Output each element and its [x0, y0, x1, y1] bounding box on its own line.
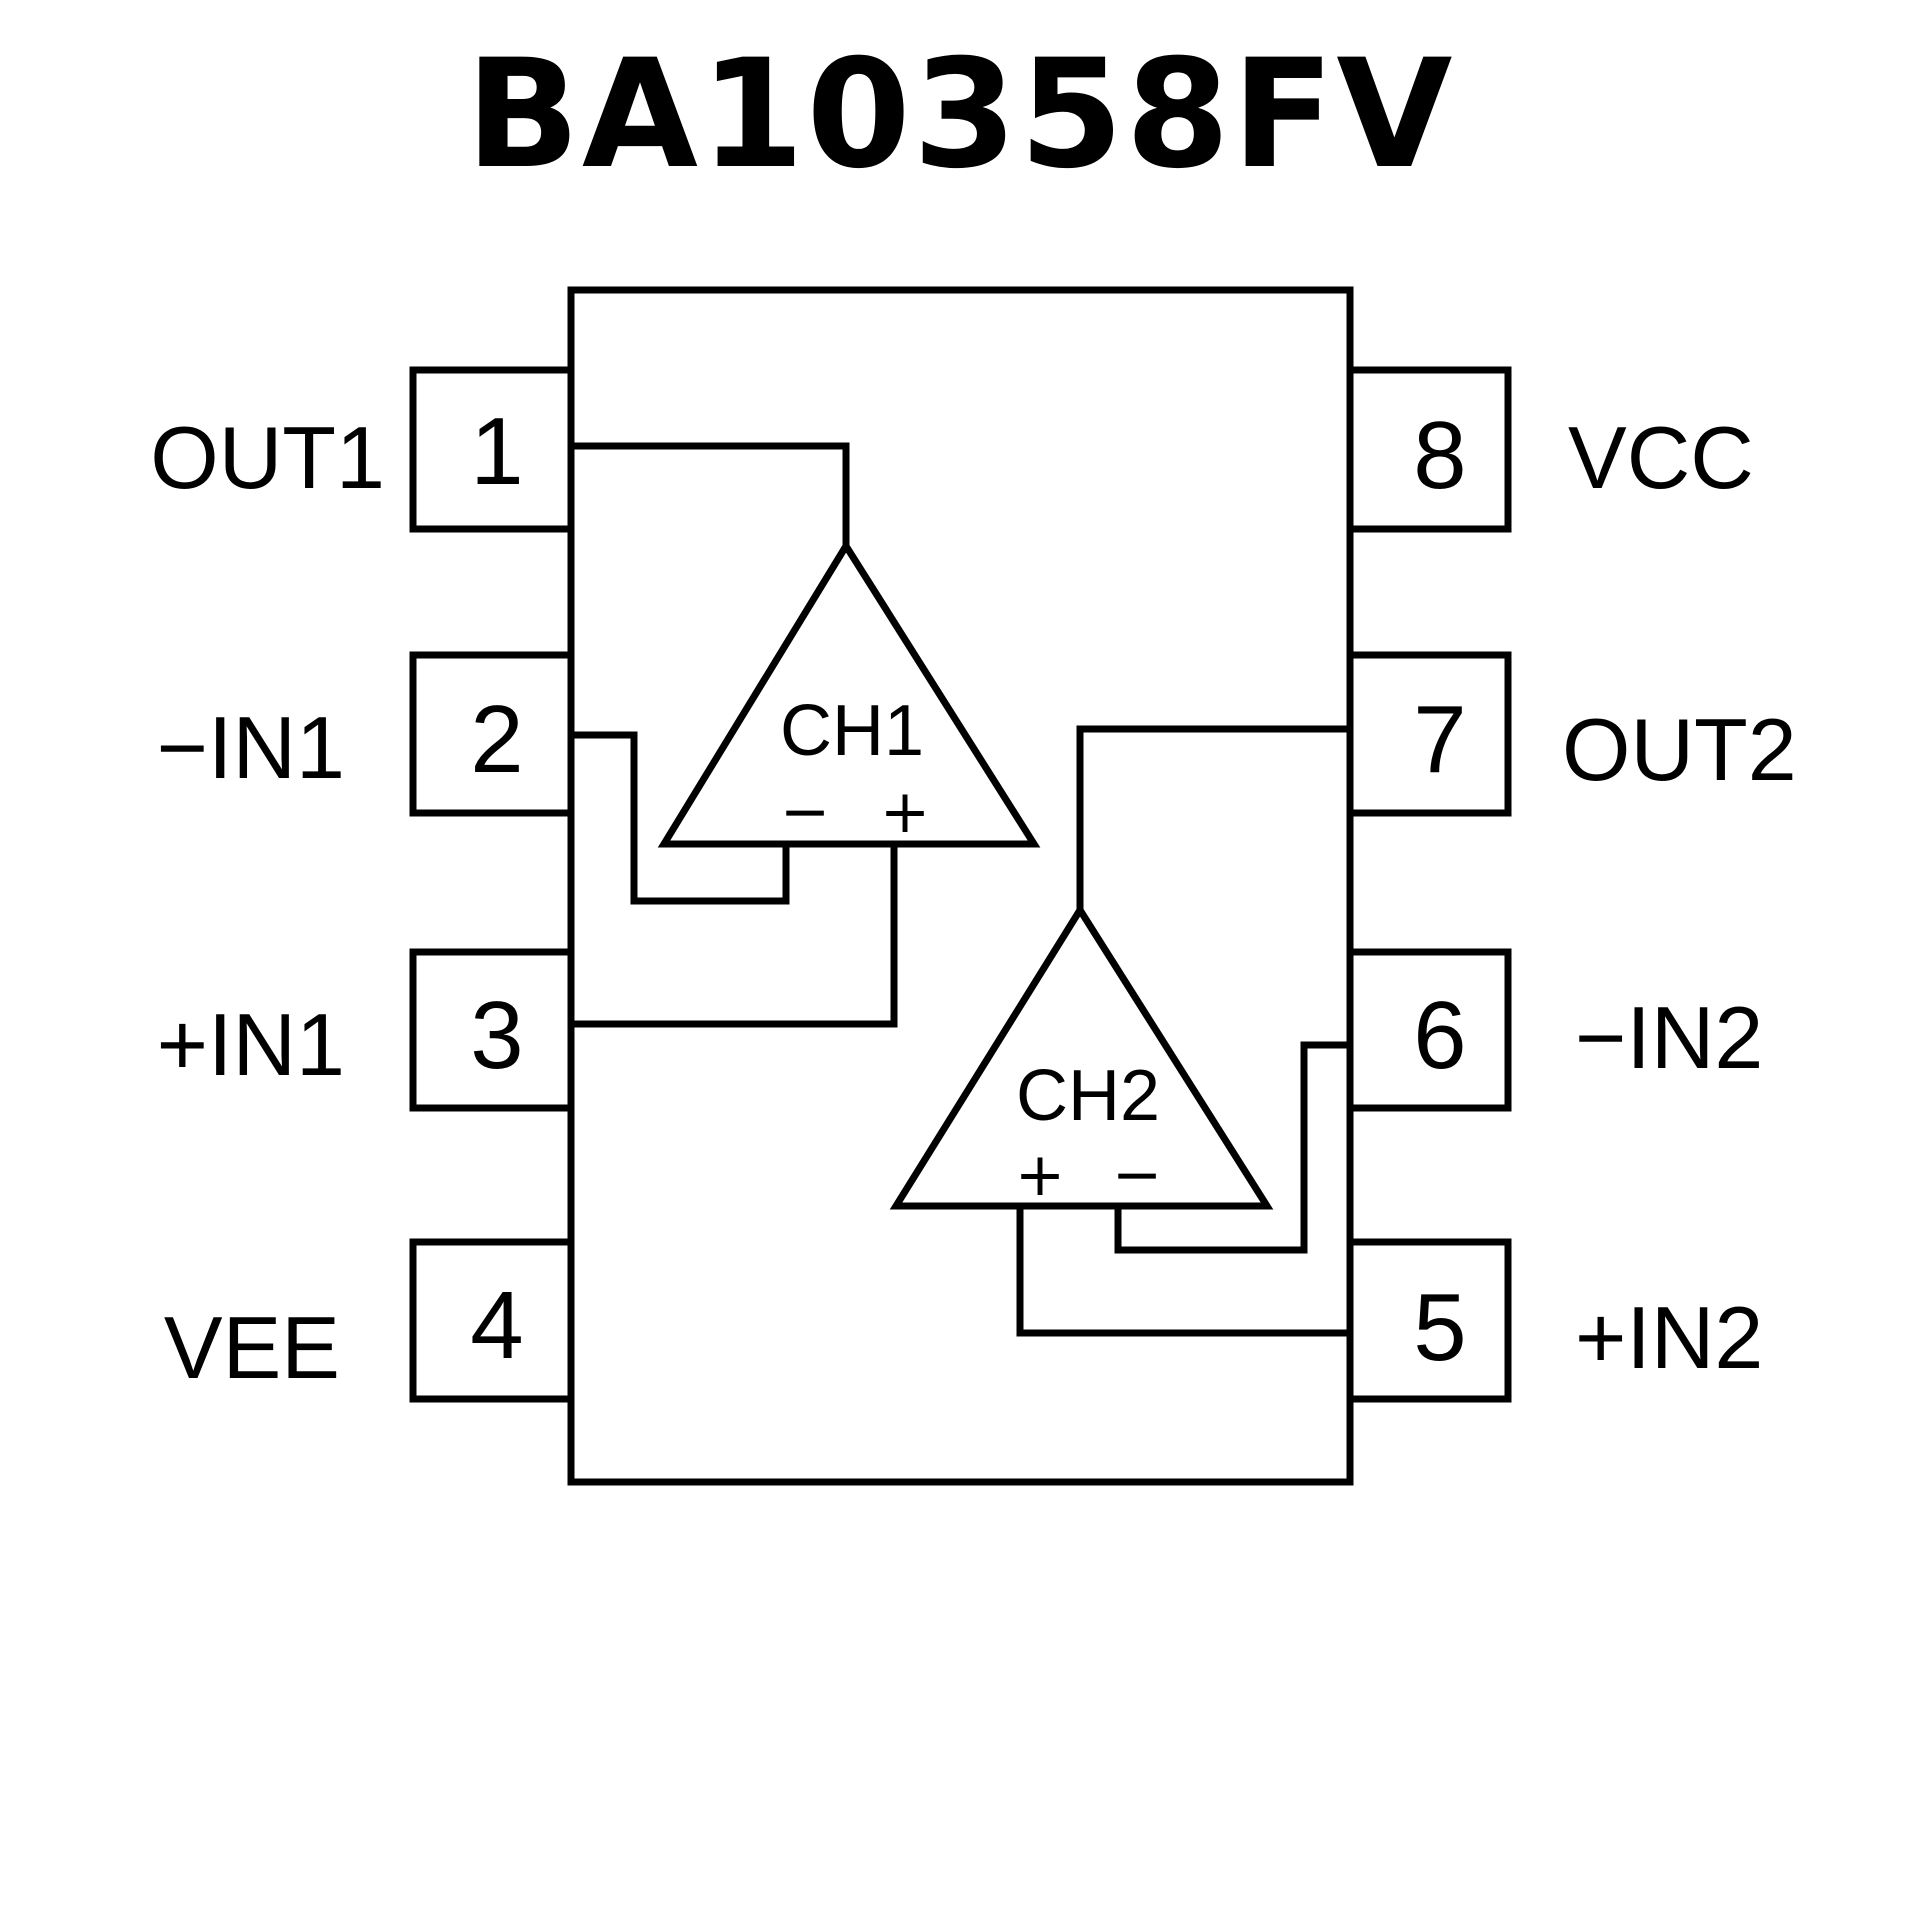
pin-7: 7 OUT2	[1346, 651, 1797, 817]
pin-4-number: 4	[470, 1272, 523, 1379]
opamp-ch1-label: CH1	[780, 691, 924, 771]
opamp-ch1-triangle	[657, 539, 1041, 848]
pin-6: 6 −IN2	[1346, 948, 1763, 1112]
pin-8: 8 VCC	[1346, 366, 1754, 533]
wire-inminus2	[1114, 1041, 1354, 1254]
pin-5-box	[1346, 1238, 1512, 1403]
opamp-ch2-minus: −	[1112, 1140, 1162, 1210]
pin-4: 4 VEE	[164, 1238, 575, 1403]
opamp-ch2-label: CH2	[1016, 1056, 1160, 1136]
pin-3-box	[409, 948, 575, 1112]
wire-inplus2	[1016, 1202, 1354, 1337]
pin-6-number: 6	[1413, 982, 1466, 1089]
pin-3-label: +IN1	[157, 995, 345, 1094]
wire-inplus1	[567, 840, 898, 1028]
chip-title: BA10358FV	[465, 28, 1455, 202]
pin-3: 3 +IN1	[157, 948, 575, 1112]
pin-5-number: 5	[1413, 1274, 1466, 1381]
pin-5-label: +IN2	[1575, 1288, 1763, 1387]
opamp-ch1-minus: −	[780, 777, 830, 847]
pin-2-number: 2	[470, 686, 523, 793]
pin-7-label: OUT2	[1562, 700, 1797, 799]
pin-4-label: VEE	[164, 1298, 340, 1397]
pin-3-number: 3	[470, 982, 523, 1089]
wire-inminus1	[567, 731, 790, 905]
pin-7-number: 7	[1413, 686, 1466, 793]
pin-7-box	[1346, 651, 1512, 817]
pin-4-box	[409, 1238, 575, 1403]
opamp-ch2: CH2 + −	[889, 903, 1274, 1210]
pin-8-box	[1346, 366, 1512, 533]
opamp-ch2-plus: +	[1015, 1140, 1065, 1210]
opamp-ch2-triangle	[889, 903, 1274, 1210]
package-body	[567, 286, 1354, 1486]
pin-1-number: 1	[470, 398, 523, 505]
wire-out1	[567, 442, 850, 550]
wire-out2	[1076, 725, 1354, 914]
pin-8-number: 8	[1413, 402, 1466, 509]
pin-1: 1 OUT1	[150, 366, 575, 533]
pin-5: 5 +IN2	[1346, 1238, 1763, 1403]
pin-6-label: −IN2	[1575, 988, 1763, 1087]
pin-1-label: OUT1	[150, 408, 385, 507]
pin-2: 2 −IN1	[157, 651, 575, 817]
pin-2-label: −IN1	[157, 698, 345, 797]
pin-6-box	[1346, 948, 1512, 1112]
pin-8-label: VCC	[1568, 408, 1754, 507]
opamp-ch1-plus: +	[880, 777, 930, 847]
opamp-ch1: CH1 − +	[657, 539, 1041, 848]
